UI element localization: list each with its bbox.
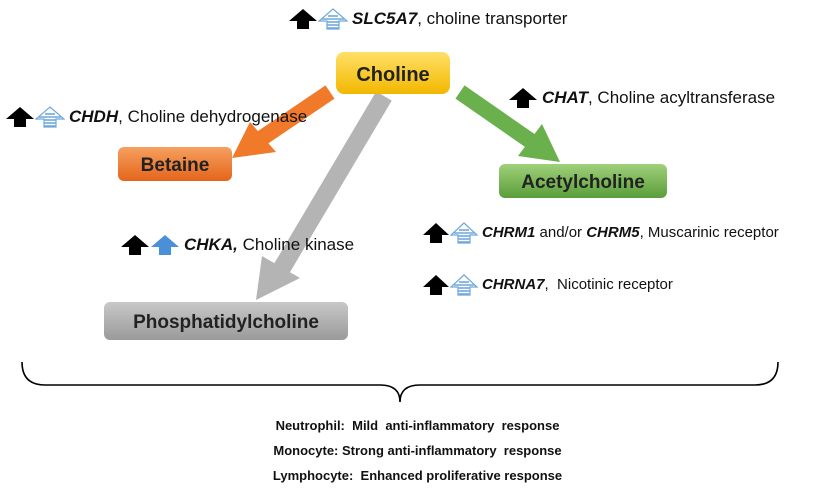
striped-blue-up-arrow-icon	[35, 106, 65, 128]
gene-desc-chka: Choline kinase	[237, 235, 355, 254]
black-up-arrow-icon	[423, 275, 449, 295]
black-up-arrow-icon	[423, 223, 449, 243]
arrow-choline-to-phosphatidylcholine	[256, 91, 392, 300]
black-up-arrow-icon	[509, 88, 537, 108]
curly-brace	[21, 361, 779, 403]
gene-chat: CHAT	[542, 88, 588, 107]
striped-blue-up-arrow-icon	[450, 274, 478, 296]
outcome-neutrophil: Neutrophil: Mild anti-inflammatory respo…	[275, 418, 560, 433]
striped-blue-up-arrow-icon	[450, 222, 478, 244]
label-chrm: CHRM1 and/or CHRM5, Muscarinic receptor	[422, 222, 779, 244]
node-acetylcholine-label: Acetylcholine	[521, 172, 645, 193]
gene-sep: ,	[544, 276, 549, 293]
gene-desc-chrna7: Nicotinic receptor	[548, 276, 673, 293]
gene-mid: and/or	[535, 224, 587, 241]
arrow-choline-to-acetylcholine	[455, 85, 560, 162]
gene-chka: CHKA	[184, 235, 234, 254]
icon-group	[508, 87, 538, 109]
black-up-arrow-icon	[6, 107, 34, 127]
icon-group	[422, 274, 478, 296]
icon-group	[422, 222, 478, 244]
node-choline-label: Choline	[356, 64, 429, 86]
gene-sep: ,	[118, 107, 123, 126]
blue-up-arrow-icon	[151, 235, 179, 255]
gene-sep: ,	[233, 235, 238, 254]
gene-desc-chdh: Choline dehydrogenase	[122, 107, 308, 126]
label-chrna7: CHRNA7, Nicotinic receptor	[422, 274, 673, 296]
gene-slc5a7: SLC5A7	[352, 9, 418, 28]
outcome-lymphocyte: Lymphocyte: Enhanced proliferative respo…	[272, 468, 563, 483]
gene-sep: ,	[417, 9, 422, 28]
icon-group	[288, 8, 348, 30]
striped-blue-up-arrow-icon	[318, 8, 348, 30]
black-up-arrow-icon	[289, 9, 317, 29]
node-phosphatidylcholine: Phosphatidylcholine	[104, 302, 348, 340]
gene-chrna7: CHRNA7	[482, 276, 545, 293]
label-chdh: CHDH, Choline dehydrogenase	[5, 106, 307, 128]
label-slc5a7: SLC5A7, choline transporter	[288, 8, 567, 30]
gene-desc-chrm: Muscarinic receptor	[643, 224, 779, 241]
node-betaine: Betaine	[118, 147, 232, 181]
arrow-choline-to-betaine	[232, 85, 335, 158]
gene-sep: ,	[587, 88, 593, 107]
node-phosphatidylcholine-label: Phosphatidylcholine	[133, 312, 319, 333]
label-chat: CHAT, Choline acyltransferase	[508, 87, 775, 109]
black-up-arrow-icon	[121, 235, 149, 255]
gene-chrm5: CHRM5	[586, 224, 640, 241]
label-chka: CHKA, Choline kinase	[120, 234, 354, 256]
gene-desc-slc5a7: choline transporter	[421, 9, 568, 28]
outcome-monocyte: Monocyte: Strong anti-inflammatory respo…	[273, 443, 562, 458]
node-acetylcholine: Acetylcholine	[499, 164, 667, 198]
icon-group	[120, 234, 180, 256]
gene-chdh: CHDH	[69, 107, 119, 126]
node-choline: Choline	[336, 52, 450, 94]
gene-chrm1: CHRM1	[482, 224, 536, 241]
gene-desc-chat: Choline acyltransferase	[592, 88, 776, 107]
gene-sep: ,	[639, 224, 644, 241]
icon-group	[5, 106, 65, 128]
node-betaine-label: Betaine	[141, 155, 210, 176]
